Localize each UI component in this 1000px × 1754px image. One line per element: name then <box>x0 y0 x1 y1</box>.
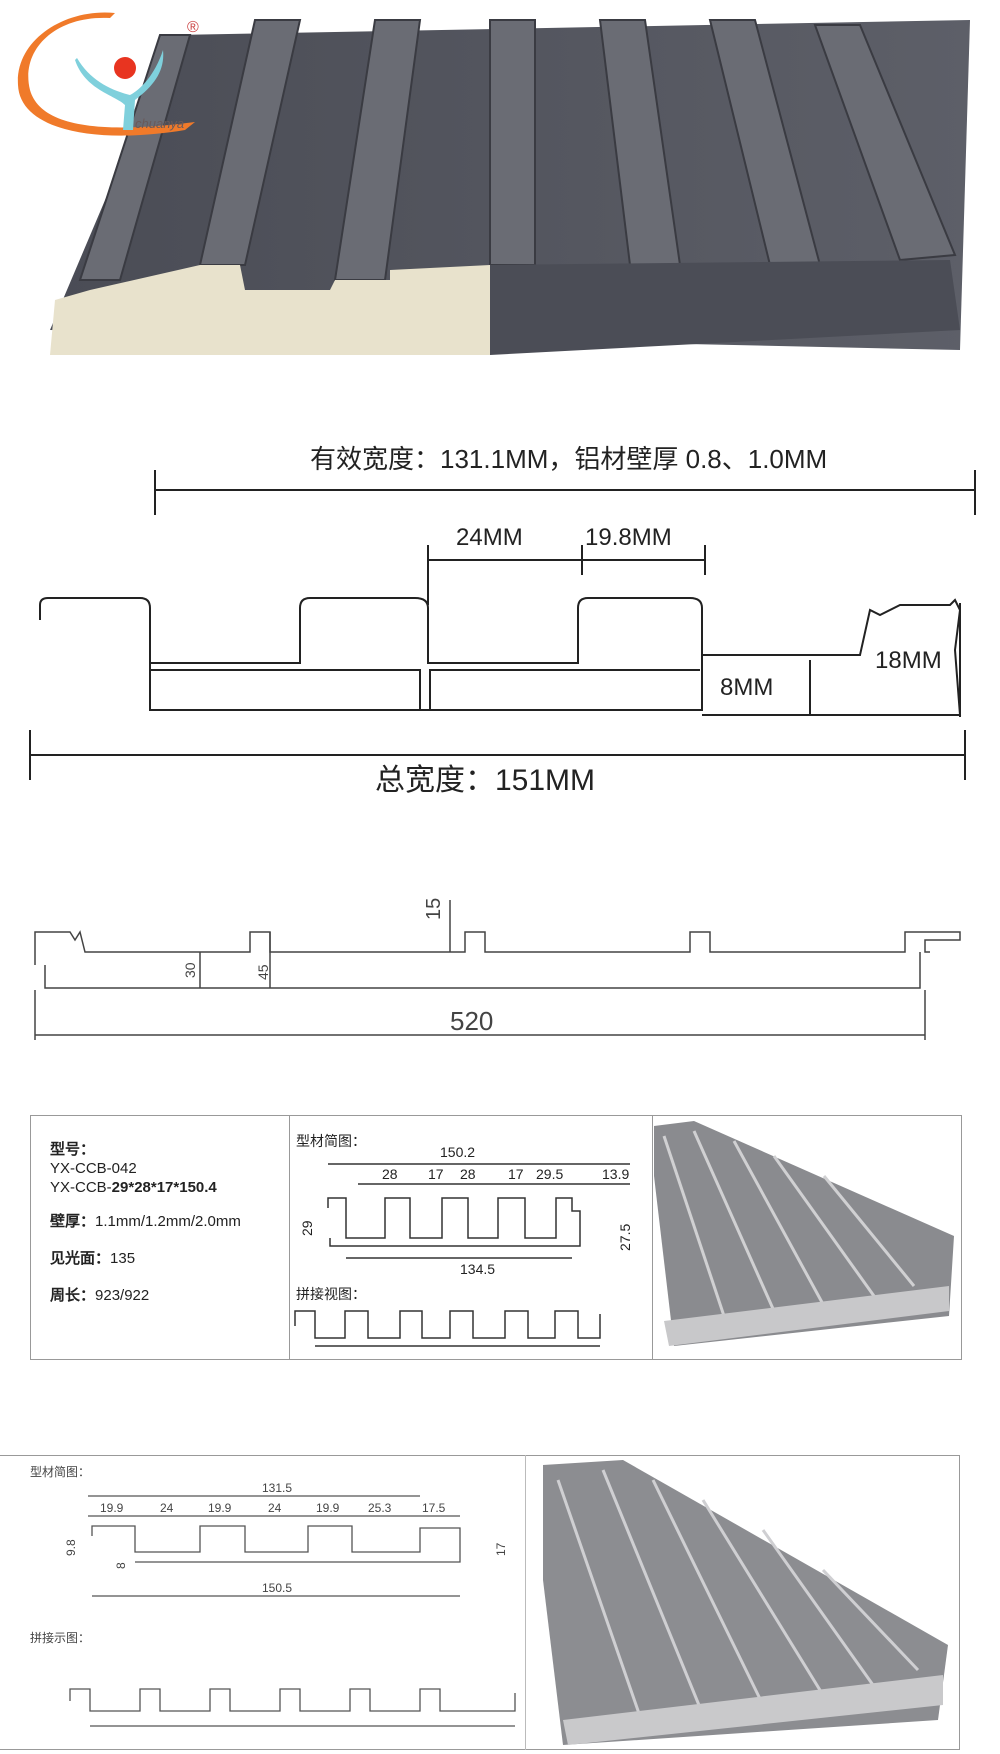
bottom-profile-sketch: 型材简图： 131.5 19.9 24 19.9 24 19.9 25.3 17… <box>30 1465 516 1727</box>
svg-text:8: 8 <box>114 1562 128 1569</box>
profile-sketch: 型材简图： 150.2 28 17 28 17 29.5 13.9 29 27.… <box>294 1133 633 1347</box>
svg-text:150.2: 150.2 <box>440 1144 475 1160</box>
spec-text: 型号： YX-CCB-042 YX-CCB-29*28*17*150.4 壁厚：… <box>50 1140 241 1305</box>
svg-text:520: 520 <box>450 1006 493 1036</box>
svg-text:9.8: 9.8 <box>64 1539 78 1556</box>
product-photo: chuanya ® <box>0 0 1000 370</box>
svg-text:24MM: 24MM <box>456 524 523 551</box>
svg-text:28: 28 <box>460 1166 476 1182</box>
model-label: 型号： <box>50 1141 96 1158</box>
svg-text:19.9: 19.9 <box>208 1501 232 1515</box>
svg-text:30: 30 <box>182 962 198 978</box>
svg-text:总宽度：151MM: 总宽度：151MM <box>375 764 595 797</box>
svg-text:17: 17 <box>428 1166 444 1182</box>
model-1: YX-CCB-042 <box>50 1160 137 1177</box>
svg-text:27.5: 27.5 <box>617 1224 633 1251</box>
svg-text:17.5: 17.5 <box>422 1501 446 1515</box>
bottom-spec-panel <box>0 1455 960 1750</box>
svg-text:29: 29 <box>299 1220 315 1236</box>
svg-text:chuanya: chuanya <box>135 116 184 131</box>
svg-text:25.3: 25.3 <box>368 1501 392 1515</box>
svg-text:®: ® <box>187 19 199 36</box>
svg-text:19.9: 19.9 <box>316 1501 340 1515</box>
svg-text:型材简图：: 型材简图： <box>30 1465 90 1479</box>
svg-text:19.8MM: 19.8MM <box>585 524 672 551</box>
panel-divider <box>525 1455 526 1750</box>
thickness-label: 壁厚： <box>50 1213 96 1230</box>
panel-photo-illustration <box>50 19 970 355</box>
svg-text:18MM: 18MM <box>875 647 942 674</box>
svg-text:150.5: 150.5 <box>262 1581 292 1595</box>
svg-text:19.9: 19.9 <box>100 1501 124 1515</box>
svg-text:13.9: 13.9 <box>602 1166 629 1182</box>
svg-text:有效宽度：131.1MM，铝材壁厚 0.8、1.0MM: 有效宽度：131.1MM，铝材壁厚 0.8、1.0MM <box>310 444 827 474</box>
svg-text:28: 28 <box>382 1166 398 1182</box>
panel-width-diagram: 15 30 45 520 <box>34 898 961 1040</box>
visible-value: 135 <box>110 1250 136 1267</box>
perimeter-value: 923/922 <box>95 1287 150 1304</box>
thickness-value: 1.1mm/1.2mm/2.0mm <box>95 1213 241 1230</box>
svg-text:8MM: 8MM <box>720 674 773 701</box>
profile-dimension-diagram: 有效宽度：131.1MM，铝材壁厚 0.8、1.0MM 24MM 19.8MM … <box>29 444 976 797</box>
svg-text:45: 45 <box>255 964 271 980</box>
chuanya-logo: chuanya ® <box>17 12 199 136</box>
svg-text:型材简图：: 型材简图： <box>296 1133 366 1149</box>
profile-drawing-cell <box>289 1115 653 1360</box>
svg-text:134.5: 134.5 <box>460 1261 495 1277</box>
svg-text:131.5: 131.5 <box>262 1481 292 1495</box>
svg-text:24: 24 <box>160 1501 174 1515</box>
panel-render-image <box>654 1121 954 1346</box>
svg-text:17: 17 <box>508 1166 524 1182</box>
bottom-panel-render-image <box>543 1460 948 1745</box>
svg-text:29.5: 29.5 <box>536 1166 563 1182</box>
svg-text:拼接示图：: 拼接示图： <box>30 1630 90 1645</box>
svg-text:24: 24 <box>268 1501 282 1515</box>
perimeter-label: 周长： <box>50 1287 96 1304</box>
svg-text:拼接视图：: 拼接视图： <box>296 1286 366 1302</box>
model-2-size: 29*28*17*150.4 <box>111 1179 217 1196</box>
svg-text:17: 17 <box>494 1542 508 1556</box>
model-2-prefix: YX-CCB- <box>50 1179 112 1196</box>
svg-text:15: 15 <box>423 898 445 920</box>
visible-label: 见光面： <box>50 1250 111 1267</box>
